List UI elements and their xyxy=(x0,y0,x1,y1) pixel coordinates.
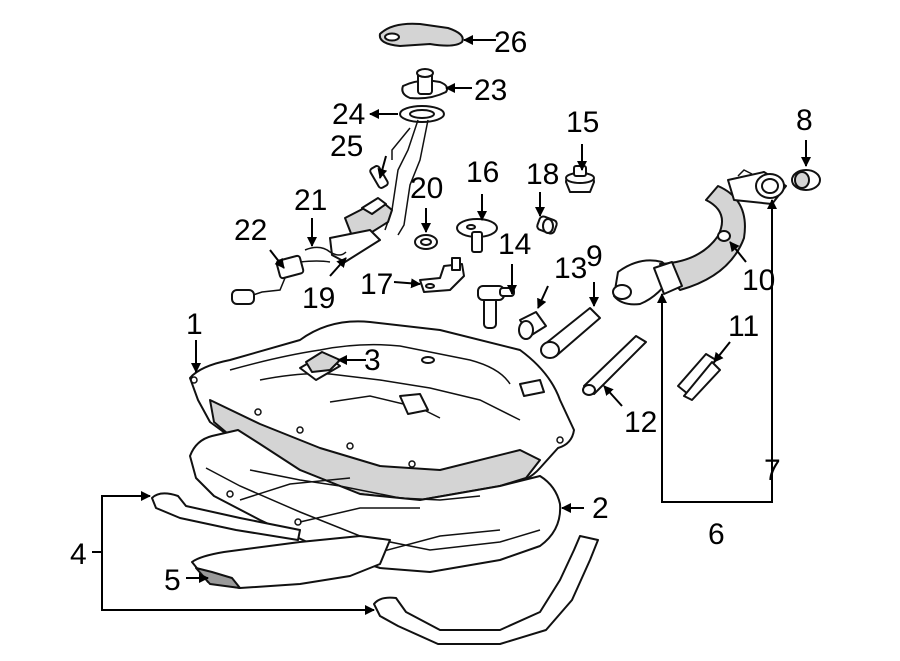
part-24-gasket xyxy=(399,105,445,123)
part-8-fuel-cap xyxy=(791,169,821,191)
callout-14: 14 xyxy=(498,228,531,261)
part-17-bracket xyxy=(419,257,465,293)
part-26-cover-plate xyxy=(378,22,464,47)
callout-13: 13 xyxy=(554,252,587,285)
callout-2: 2 xyxy=(592,492,609,525)
callout-1: 1 xyxy=(186,308,203,341)
callout-11: 11 xyxy=(728,310,759,343)
part-10-clip xyxy=(717,230,731,242)
part-18-check-valve xyxy=(536,215,558,235)
callout-7: 7 xyxy=(764,454,781,487)
callout-5: 5 xyxy=(164,564,181,597)
callout-20: 20 xyxy=(410,172,443,205)
callout-6: 6 xyxy=(708,518,725,551)
leader-lines xyxy=(92,35,811,615)
callout-labels: 26 23 24 25 15 8 16 18 20 21 22 14 13 9 … xyxy=(70,26,813,597)
part-14-tee-fitting xyxy=(477,285,515,329)
part-11-hose-pair xyxy=(677,353,721,401)
callout-18: 18 xyxy=(526,158,559,191)
callout-12: 12 xyxy=(624,406,657,439)
part-6-filler-neck xyxy=(612,185,746,306)
part-3-insulator-pad xyxy=(305,351,341,373)
part-9-vent-hose xyxy=(540,307,601,359)
part-22-sender-connector xyxy=(231,254,305,305)
part-7-filler-pipe-top xyxy=(727,169,787,205)
callout-22: 22 xyxy=(234,214,267,247)
part-20-o-ring xyxy=(414,234,438,250)
callout-3: 3 xyxy=(364,344,381,377)
callout-24: 24 xyxy=(332,98,365,131)
part-16-valve-plug xyxy=(456,218,498,253)
part-5-heat-shield xyxy=(191,535,391,589)
callout-17: 17 xyxy=(360,268,393,301)
part-4-tank-strap-upper xyxy=(151,492,301,541)
callout-23: 23 xyxy=(474,74,507,107)
part-4-tank-strap-lower xyxy=(373,535,599,645)
callout-26: 26 xyxy=(494,26,527,59)
part-12-breather-hose xyxy=(582,335,647,396)
callout-4: 4 xyxy=(70,538,87,571)
callout-16: 16 xyxy=(466,156,499,189)
callout-9: 9 xyxy=(586,240,603,273)
callout-25: 25 xyxy=(330,130,363,163)
callout-19: 19 xyxy=(302,282,335,315)
callout-21: 21 xyxy=(294,184,327,217)
part-21-wiring xyxy=(299,246,347,263)
part-19-fuel-pump xyxy=(329,197,393,263)
callout-8: 8 xyxy=(796,104,813,137)
callout-15: 15 xyxy=(566,106,599,139)
part-15-rollover-valve xyxy=(565,165,595,193)
callout-10: 10 xyxy=(742,264,775,297)
part-13-grommet xyxy=(518,311,547,340)
part-23-pump-flange xyxy=(401,68,449,100)
